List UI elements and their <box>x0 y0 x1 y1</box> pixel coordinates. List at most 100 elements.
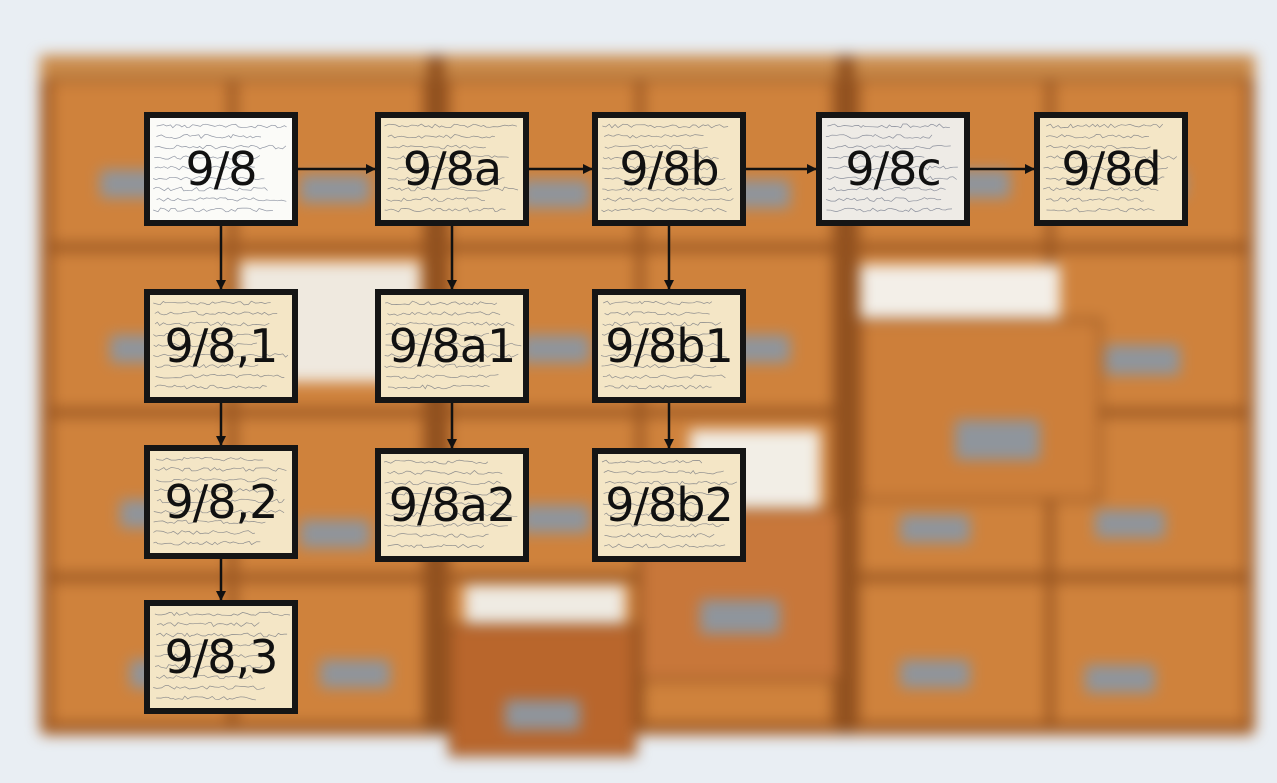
card-label: 9/8b2 <box>605 478 734 532</box>
handwriting-line <box>828 186 946 192</box>
handwriting-texture <box>153 300 289 390</box>
handwriting-line <box>153 509 285 514</box>
handwriting-line <box>154 384 267 390</box>
card-label: 9/8,1 <box>164 319 279 373</box>
handwriting-line <box>153 300 271 306</box>
handwriting-line <box>602 374 726 379</box>
handwriting-line <box>156 477 278 483</box>
handwriting-line <box>604 311 710 316</box>
handwriting-line <box>153 332 261 337</box>
handwriting-line <box>601 459 703 464</box>
handwriting-line <box>387 470 503 475</box>
handwriting-texture <box>384 459 518 549</box>
handwriting-line <box>154 155 261 160</box>
handwriting-line <box>153 519 266 525</box>
handwriting-line <box>1046 197 1144 202</box>
handwriting-line <box>825 197 942 202</box>
handwriting-texture <box>153 611 291 701</box>
card-label: 9/8d <box>1061 142 1161 196</box>
handwriting-line <box>387 134 495 139</box>
handwriting-line <box>386 197 486 202</box>
handwriting-line <box>602 501 700 507</box>
handwriting-line <box>825 134 933 139</box>
handwriting-line <box>387 533 489 538</box>
index-card-9-8-3: 9/8,3 <box>144 600 298 714</box>
index-card-9-8-1: 9/8,1 <box>144 289 298 403</box>
handwriting-line <box>387 155 509 160</box>
handwriting-line <box>602 186 733 192</box>
handwriting-line <box>385 491 511 496</box>
handwriting-line <box>1046 207 1155 213</box>
handwriting-line <box>156 123 287 129</box>
card-label: 9/8,2 <box>164 475 279 529</box>
handwriting-line <box>156 622 260 628</box>
handwriting-line <box>604 533 715 538</box>
handwriting-texture <box>600 300 727 390</box>
index-card-9-8b: 9/8b <box>592 112 746 226</box>
handwriting-texture <box>384 300 522 390</box>
handwriting-line <box>153 540 261 546</box>
handwriting-line <box>384 522 508 528</box>
handwriting-line <box>153 530 255 535</box>
handwriting-texture <box>1043 123 1178 213</box>
handwriting-line <box>153 685 265 690</box>
handwriting-line <box>155 632 288 638</box>
handwriting-line <box>154 653 273 659</box>
handwriting-line <box>1045 176 1165 181</box>
handwriting-line <box>603 300 713 306</box>
handwriting-line <box>387 176 505 181</box>
handwriting-line <box>602 165 712 171</box>
handwriting-line <box>386 502 511 507</box>
handwriting-line <box>384 480 501 486</box>
handwriting-line <box>154 467 287 472</box>
handwriting-line <box>604 144 708 150</box>
handwriting-line <box>1046 155 1178 160</box>
handwriting-line <box>154 487 278 493</box>
handwriting-line <box>155 664 263 669</box>
handwriting-line <box>600 353 727 358</box>
handwriting-line <box>153 342 257 348</box>
handwriting-line <box>384 459 489 465</box>
handwriting-texture <box>601 123 734 213</box>
handwriting-line <box>604 512 710 517</box>
handwriting-line <box>385 300 498 306</box>
handwriting-line <box>155 363 259 369</box>
handwriting-line <box>156 134 262 139</box>
card-label: 9/8b <box>619 142 719 196</box>
handwriting-line <box>156 674 253 680</box>
handwriting-line <box>602 155 719 160</box>
handwriting-line <box>156 643 268 648</box>
handwriting-texture <box>825 123 958 213</box>
handwriting-line <box>385 332 490 337</box>
handwriting-line <box>1046 123 1163 129</box>
handwriting-line <box>385 321 515 327</box>
handwriting-line <box>156 197 287 202</box>
handwriting-line <box>826 207 953 213</box>
handwriting-line <box>155 374 285 379</box>
handwriting-line <box>604 176 726 181</box>
handwriting-line <box>827 123 950 129</box>
handwriting-line <box>387 543 485 549</box>
handwriting-line <box>384 353 519 358</box>
handwriting-line <box>603 470 724 475</box>
index-card-9-8a1: 9/8a1 <box>375 289 529 403</box>
handwriting-line <box>603 342 723 348</box>
handwriting-line <box>604 384 712 390</box>
handwriting-line <box>387 186 519 192</box>
handwriting-line <box>386 374 499 379</box>
handwriting-line <box>1045 144 1151 150</box>
handwriting-line <box>384 207 506 213</box>
handwriting-line <box>153 353 289 358</box>
card-label: 9/8c <box>845 142 941 196</box>
handwriting-texture <box>153 123 287 213</box>
handwriting-line <box>153 186 268 192</box>
index-card-9-8a: 9/8a <box>375 112 529 226</box>
handwriting-line <box>601 207 727 213</box>
handwriting-line <box>154 321 270 327</box>
index-card-9-8a2: 9/8a2 <box>375 448 529 562</box>
index-card-9-8-2: 9/8,2 <box>144 445 298 559</box>
handwriting-line <box>156 457 264 462</box>
handwriting-line <box>1043 186 1159 192</box>
handwriting-line <box>827 165 958 171</box>
card-label: 9/8a2 <box>388 478 517 532</box>
